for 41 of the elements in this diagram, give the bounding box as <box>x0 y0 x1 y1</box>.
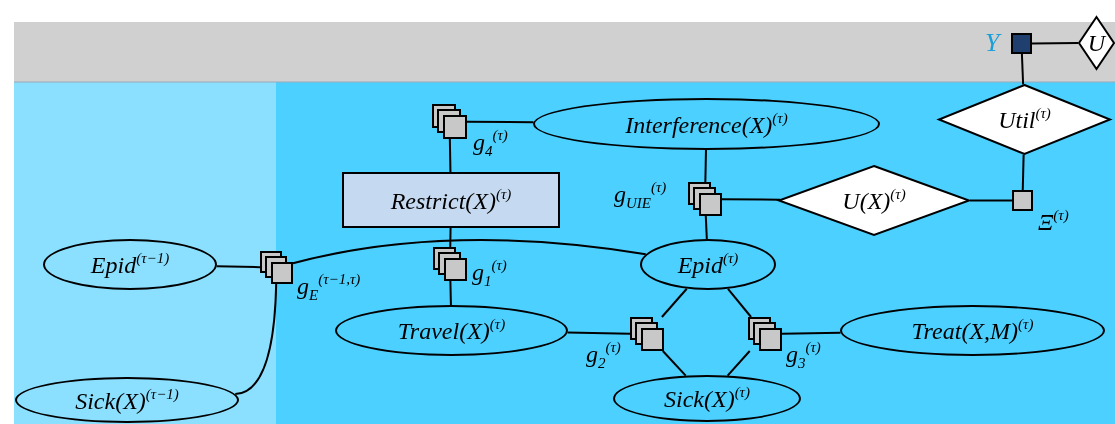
diamond-node: U(X)$^{(τ)}$ <box>778 165 970 236</box>
factor-square-icon <box>1012 190 1033 211</box>
diamond-node: U <box>1078 16 1115 70</box>
connector-line <box>727 287 753 318</box>
symbol-label: Ξ$^{(τ)}$ <box>1038 208 1069 234</box>
connector-line <box>234 283 278 396</box>
factor-stack-icon <box>432 104 467 139</box>
connector-line <box>1021 153 1025 191</box>
connector-line <box>704 149 707 183</box>
connector-line <box>449 227 452 248</box>
connector-line <box>1020 53 1025 86</box>
connector-line <box>448 138 452 173</box>
factor-stack-icon <box>433 247 467 281</box>
connector-line <box>215 265 261 269</box>
rectangle-node: Restrict(X)$^{(τ)}$ <box>342 172 560 228</box>
connector-line <box>721 198 782 201</box>
factor-stack-icon <box>748 317 782 351</box>
factor-stack-icon <box>688 182 722 216</box>
connector-line <box>566 331 631 335</box>
factor-stack-icon <box>260 251 293 284</box>
factor-stack-icon <box>630 317 664 351</box>
symbol-label: Υ <box>985 30 1000 56</box>
connector-line <box>660 287 688 318</box>
ellipse-node: Interference(X)$^{(τ)}$ <box>533 98 880 150</box>
connector-line <box>466 120 535 124</box>
ellipse-node: Epid$^{(τ)}$ <box>640 239 776 290</box>
ellipse-node: Epid$^{(τ−1)}$ <box>43 239 217 290</box>
connector-line <box>704 215 708 240</box>
diamond-node: Util$^{(τ)}$ <box>938 84 1111 155</box>
connector-line <box>449 280 452 306</box>
connector-line <box>726 350 751 377</box>
ellipse-node: Treat(X,M)$^{(τ)}$ <box>840 305 1105 356</box>
ellipse-node: Sick(X)$^{(τ−1)}$ <box>15 377 239 423</box>
connector-line <box>661 350 687 377</box>
ellipse-node: Sick(X)$^{(τ)}$ <box>613 375 801 422</box>
connector-line <box>292 239 647 265</box>
ellipse-node: Travel(X)$^{(τ)}$ <box>335 305 568 356</box>
factor-square-icon <box>1011 33 1032 54</box>
connector-line <box>1031 42 1080 45</box>
connector-line <box>969 199 1013 202</box>
connector-line <box>781 331 842 335</box>
